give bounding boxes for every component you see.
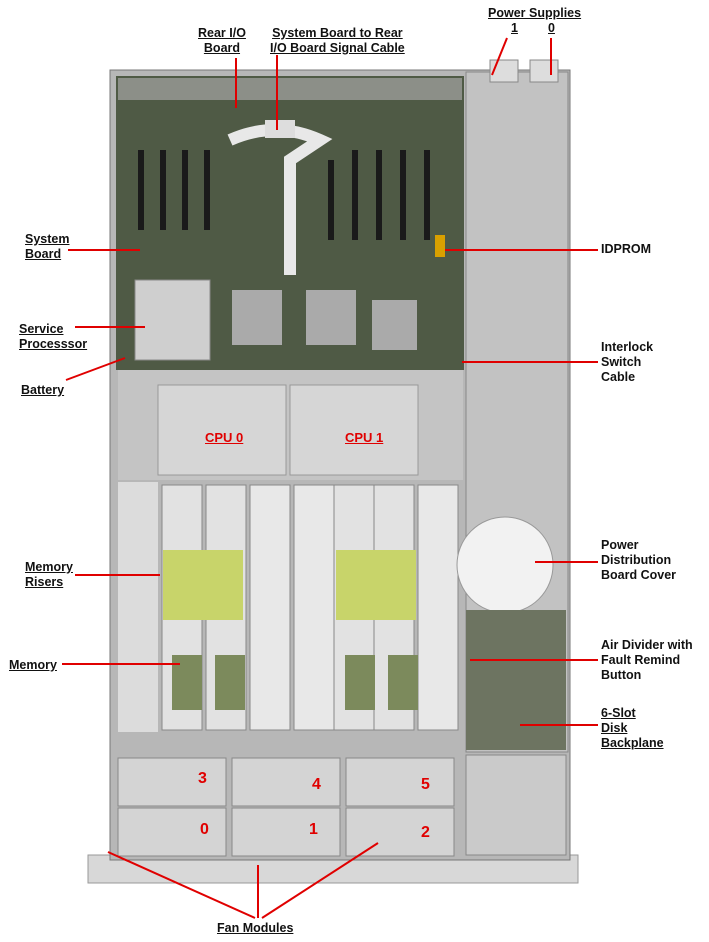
label-line: System Board to Rear [272,26,403,40]
label-line: I/O Board Signal Cable [270,41,405,55]
label-line: Memory [25,560,73,574]
cable-connector [265,120,295,138]
label-line: Backplane [601,736,664,750]
fan-1-number: 1 [309,821,318,838]
label-line: Button [601,668,642,682]
cpu-1-label: CPU 1 [345,430,384,445]
label-line: Board [203,41,241,55]
label-line: Board [25,247,62,261]
power-supplies-text: Power Supplies [488,6,582,20]
heatsink [306,290,356,345]
idprom-label: IDPROM [601,242,651,256]
psu-1-label: 1 [511,21,518,35]
rear-io-strip [118,78,462,100]
psu-0-handle [529,59,559,83]
label-line: Rear I/O [198,26,246,40]
fan-5-number: 5 [421,776,430,793]
service-processor-board [134,279,211,361]
label-line: Switch [601,355,642,369]
battery-label: Battery [21,383,65,397]
fan-2-number: 2 [421,824,430,841]
label-line: Service [19,322,64,336]
fan-modules-label: Fan Modules [217,921,294,935]
pci-slots [138,150,430,240]
cpu-0-label: CPU 0 [205,430,244,445]
label-line: Power [601,538,639,552]
fan-3-number: 3 [198,770,207,787]
psu-0-label: 0 [548,21,555,35]
cpu-1-cover [289,384,419,476]
heatsink [372,300,417,350]
label-line: Cable [601,370,636,384]
label-line: Fault Remind [601,653,681,667]
disk-area [465,754,567,856]
fan-grid [117,757,455,857]
label-line: Risers [25,575,64,589]
memory-label: Memory [9,658,57,672]
label-line: Processsor [19,337,88,351]
power-supplies-label: Power Supplies [488,6,581,21]
label-line: Distribution [601,553,672,567]
idprom-chip [435,235,445,257]
pdb-cover-shape [456,516,554,614]
label-line: System [25,232,70,246]
fan-0-number: 0 [200,821,209,838]
label-line: Board Cover [601,568,677,582]
label-line: Disk [601,721,628,735]
label-line: Interlock [601,340,654,354]
label-line: Air Divider with [601,638,693,652]
heatsink [232,290,282,345]
label-line: 6-Slot [601,706,636,720]
psu-1-handle [489,59,519,83]
leader-lines [62,37,598,919]
fan-4-number: 4 [312,776,321,793]
power-distribution-board [466,610,566,750]
cpu-0-cover [157,384,287,476]
memory-risers [118,482,459,732]
